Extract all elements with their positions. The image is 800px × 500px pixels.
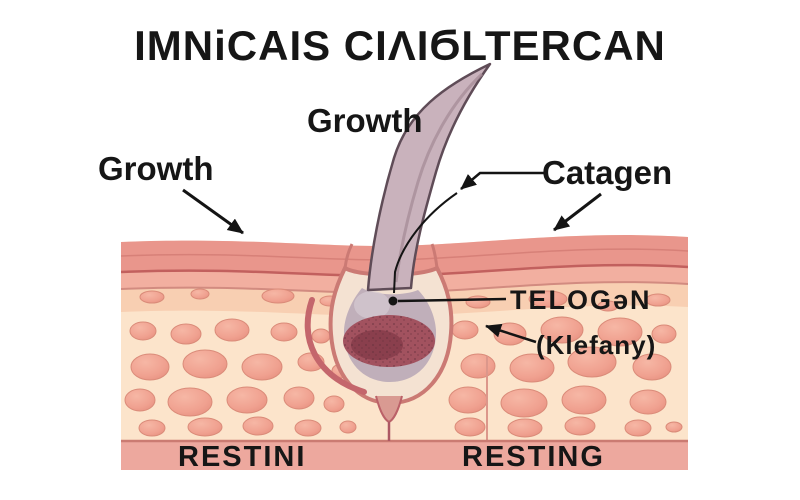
catagen-shaft-arrow	[460, 171, 545, 190]
label-klefany: (Klefany)	[536, 330, 657, 360]
label-resting-right: RESTING	[462, 441, 605, 473]
annotations	[182, 171, 602, 344]
follicle-wall-left	[343, 243, 354, 269]
label-catagen: Catagen	[542, 154, 673, 191]
bulb-highlight	[354, 291, 390, 319]
catagen-surface-arrow	[553, 192, 602, 232]
bottom-band	[121, 440, 688, 470]
hair-shaft-shading	[394, 72, 484, 283]
telogen-dot	[388, 296, 398, 306]
shaft-to-bulb-curve	[393, 192, 458, 294]
diagram-title: IMNiCAIS CIΛIϬLTERCAN	[134, 22, 666, 69]
growth-left-arrow	[182, 188, 244, 235]
sheath-sling	[304, 297, 367, 395]
label-growth-center: Growth	[307, 102, 423, 139]
label-resting-left: RESTINI	[178, 441, 307, 473]
hair-shaft	[366, 62, 492, 292]
label-telogen: TELOGəN	[510, 285, 652, 315]
fat-cells	[124, 288, 683, 438]
follicle-wall-right	[430, 243, 439, 269]
telogen-leader-line	[397, 297, 507, 303]
papilla-stipple	[343, 315, 435, 367]
klefany-arrow	[485, 323, 537, 344]
label-growth-left: Growth	[98, 150, 214, 187]
